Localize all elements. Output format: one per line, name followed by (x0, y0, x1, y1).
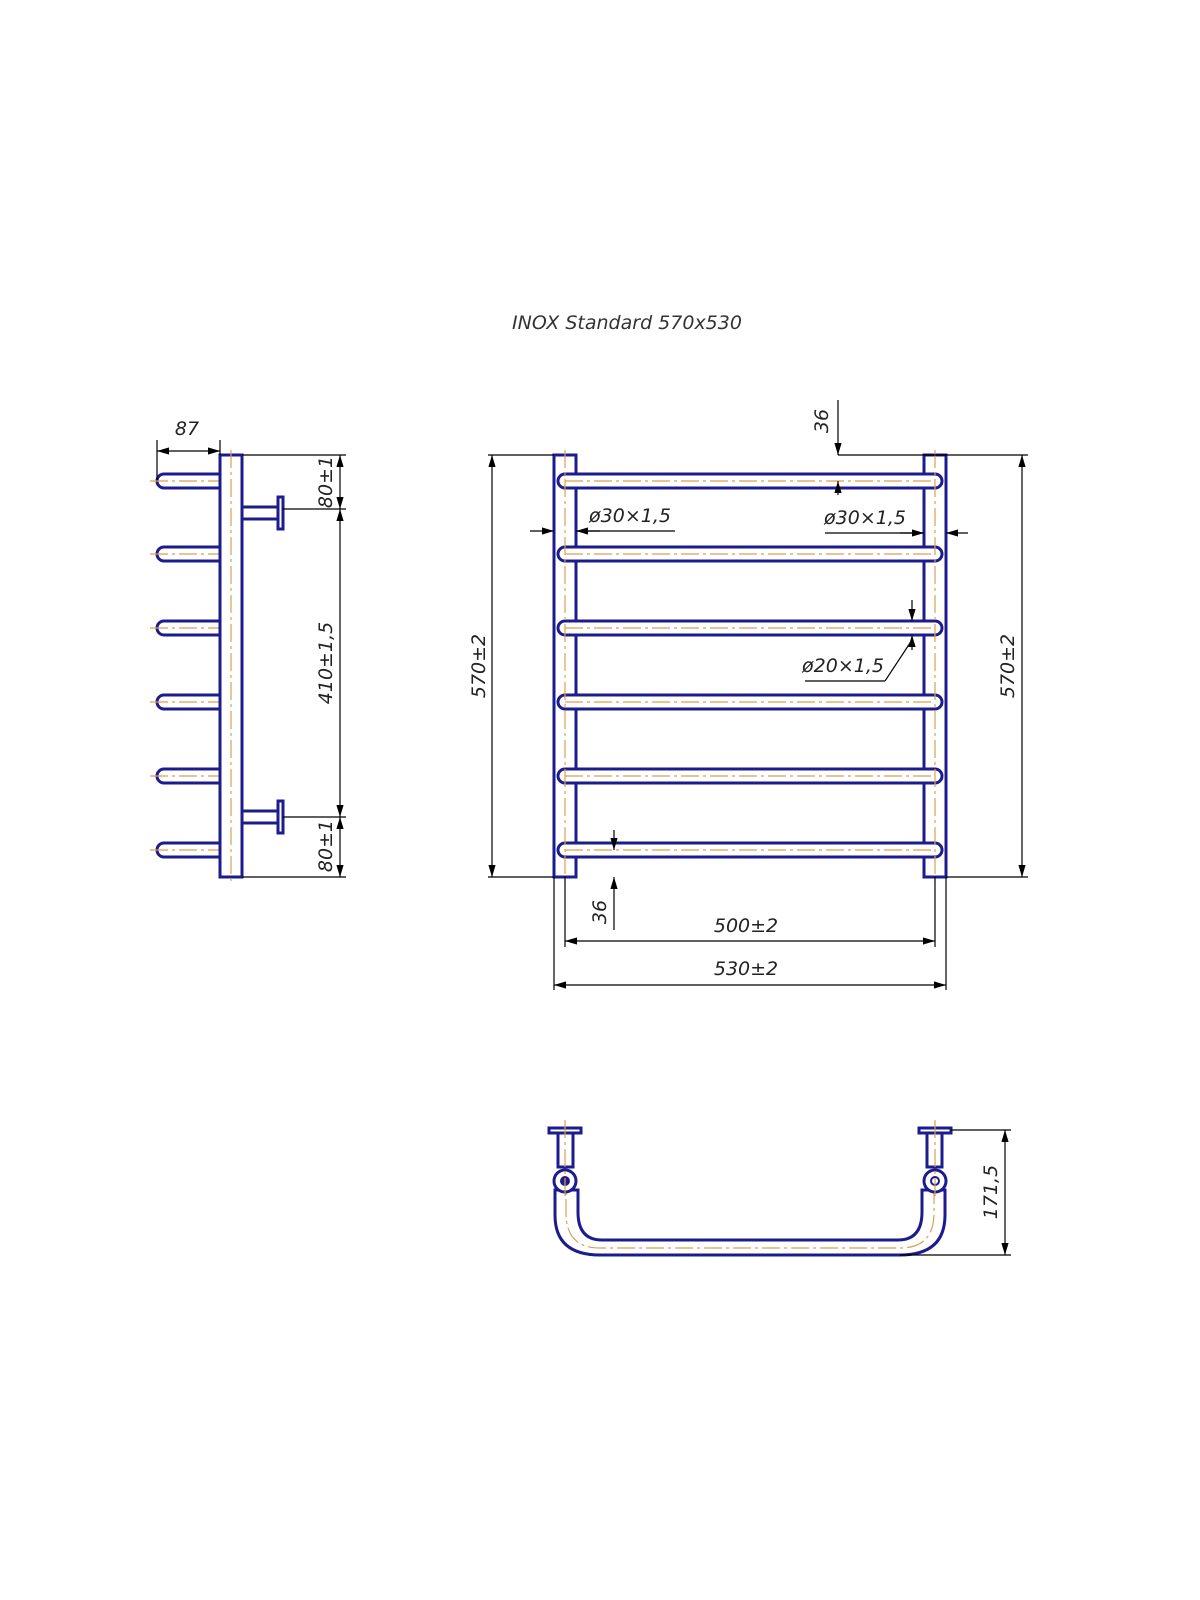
inner-width-label: 500±2 (714, 915, 778, 937)
wall-bracket (240, 505, 280, 521)
wall-bracket-flange (276, 799, 285, 835)
rung-pipe-label: ø20×1,5 (801, 655, 884, 677)
side-top-offset-label: 80±1 (315, 456, 337, 508)
post-pipe-right-label: ø30×1,5 (823, 507, 906, 529)
side-depth-label: 87 (175, 418, 199, 440)
top-view-depth-label: 171,5 (980, 1165, 1002, 1219)
height-left-label: 570±2 (468, 634, 490, 698)
top-view (547, 1120, 953, 1257)
side-view (150, 450, 285, 882)
side-bottom-offset-label: 80±1 (315, 820, 337, 872)
height-right-label: 570±2 (997, 634, 1019, 698)
top-bar-offset-label: 36 (811, 409, 833, 433)
side-view-dimensions: 87 80±1 410±1,5 80±1 (156, 418, 346, 878)
bottom-bar-offset-label: 36 (589, 900, 611, 924)
drawing-title: INOX Standard 570x530 (512, 312, 742, 334)
wall-bracket (240, 809, 280, 825)
wall-bracket-flange (276, 495, 285, 531)
front-view-dimensions: 570±2 570±2 36 36 ø30×1,5 ø30×1,5 ø20×1,… (468, 400, 1028, 990)
side-mount-spacing-label: 410±1,5 (315, 622, 337, 704)
outer-width-label: 530±2 (714, 958, 778, 980)
post-pipe-left-label: ø30×1,5 (588, 505, 671, 527)
top-view-dimensions: 171,5 (900, 1129, 1011, 1256)
